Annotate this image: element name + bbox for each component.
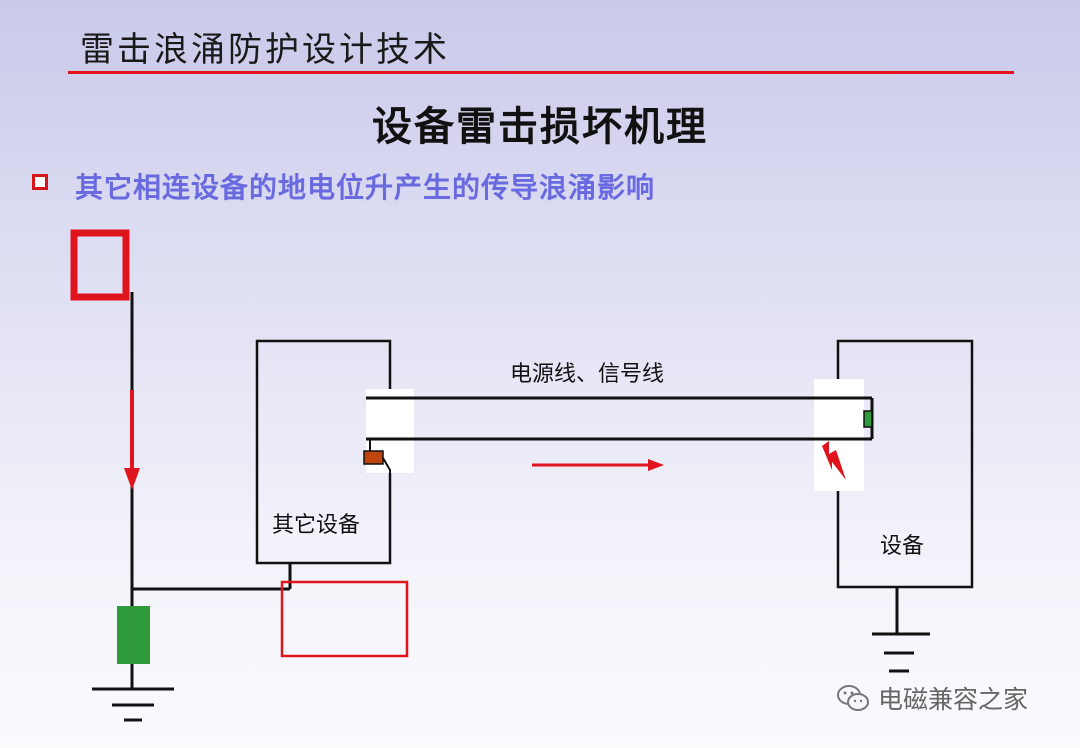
equipment-component [863,410,873,428]
header-title: 雷击浪涌防护设计技术 [80,30,450,70]
watermark-text: 电磁兼容之家 [878,685,1029,714]
equipment-label: 设备 [880,534,925,559]
watermark: 电磁兼容之家 [836,680,1028,716]
strike-point-box [70,229,130,301]
surge-protector [363,450,384,465]
protector-ground-lead [382,457,391,480]
grounding-electrode [117,606,150,664]
other-equipment-label: 其它设备 [272,513,361,538]
ground-rise-box [280,580,409,658]
slide-title: 设备雷击损坏机理 [372,103,708,150]
header-divider [68,71,1014,74]
surge-arrow-down-head [124,468,140,490]
bullet-text: 其它相连设备的地电位升产生的传导浪涌影响 [75,171,656,204]
equipment-port [814,379,864,491]
damage-lightning-icon [822,441,846,480]
wechat-icon [837,685,869,711]
surge-arrow-right-head [648,459,664,471]
line-label: 电源线、信号线 [510,362,665,387]
bullet-square-icon [32,174,48,190]
